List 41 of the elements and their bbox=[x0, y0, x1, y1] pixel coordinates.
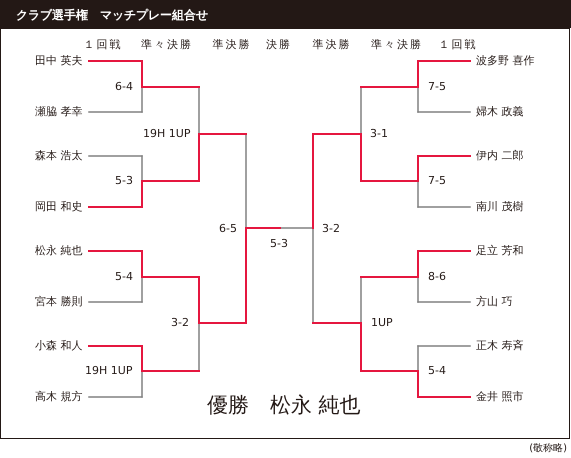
player-name: 伊内 二郎 bbox=[476, 149, 524, 163]
player-name: 方山 巧 bbox=[476, 295, 512, 309]
score-label: 6-5 bbox=[219, 222, 237, 236]
score-label: 5-4 bbox=[115, 270, 133, 284]
player-name: 南川 茂樹 bbox=[476, 200, 524, 214]
column-header: 準々決勝 bbox=[141, 38, 193, 52]
score-label: 5-3 bbox=[115, 174, 133, 188]
score-label: 5-3 bbox=[270, 237, 288, 251]
score-label: 1UP bbox=[371, 316, 393, 330]
score-label: 7-5 bbox=[428, 80, 446, 94]
score-label: 6-4 bbox=[115, 80, 133, 94]
score-label: 3-2 bbox=[171, 316, 189, 330]
score-label: 3-2 bbox=[322, 222, 340, 236]
player-name: 岡田 和史 bbox=[35, 200, 82, 214]
player-name: 婦木 政義 bbox=[476, 105, 524, 119]
column-header: 準決勝 bbox=[212, 38, 252, 52]
score-label: 3-1 bbox=[370, 127, 388, 141]
column-header: 準々決勝 bbox=[371, 38, 423, 52]
score-label: 8-6 bbox=[428, 270, 446, 284]
column-header: １回戦 bbox=[438, 38, 478, 52]
column-header: １回戦 bbox=[84, 38, 122, 52]
score-label: 7-5 bbox=[428, 174, 446, 188]
player-name: 宮本 勝則 bbox=[35, 295, 82, 309]
player-name: 小森 和人 bbox=[35, 339, 82, 353]
player-name: 松永 純也 bbox=[35, 244, 82, 258]
title: クラブ選手権 マッチプレー組合せ bbox=[16, 7, 208, 24]
caption: (敬称略) bbox=[529, 442, 567, 456]
player-name: 足立 芳和 bbox=[476, 244, 524, 258]
column-header: 準決勝 bbox=[312, 38, 352, 52]
player-name: 高木 規方 bbox=[35, 390, 82, 404]
player-name: 森本 浩太 bbox=[35, 149, 82, 163]
player-name: 瀬脇 孝幸 bbox=[35, 105, 82, 119]
column-header: 決勝 bbox=[266, 38, 292, 52]
champion-text: 優勝 松永 純也 bbox=[207, 392, 361, 418]
player-name: 金井 照市 bbox=[476, 390, 524, 404]
score-label: 19H 1UP bbox=[85, 364, 132, 378]
player-name: 田中 英夫 bbox=[35, 54, 82, 68]
score-label: 5-4 bbox=[428, 364, 446, 378]
score-label: 19H 1UP bbox=[143, 127, 190, 141]
player-name: 正木 寿斉 bbox=[476, 339, 524, 353]
player-name: 波多野 喜作 bbox=[476, 54, 534, 68]
